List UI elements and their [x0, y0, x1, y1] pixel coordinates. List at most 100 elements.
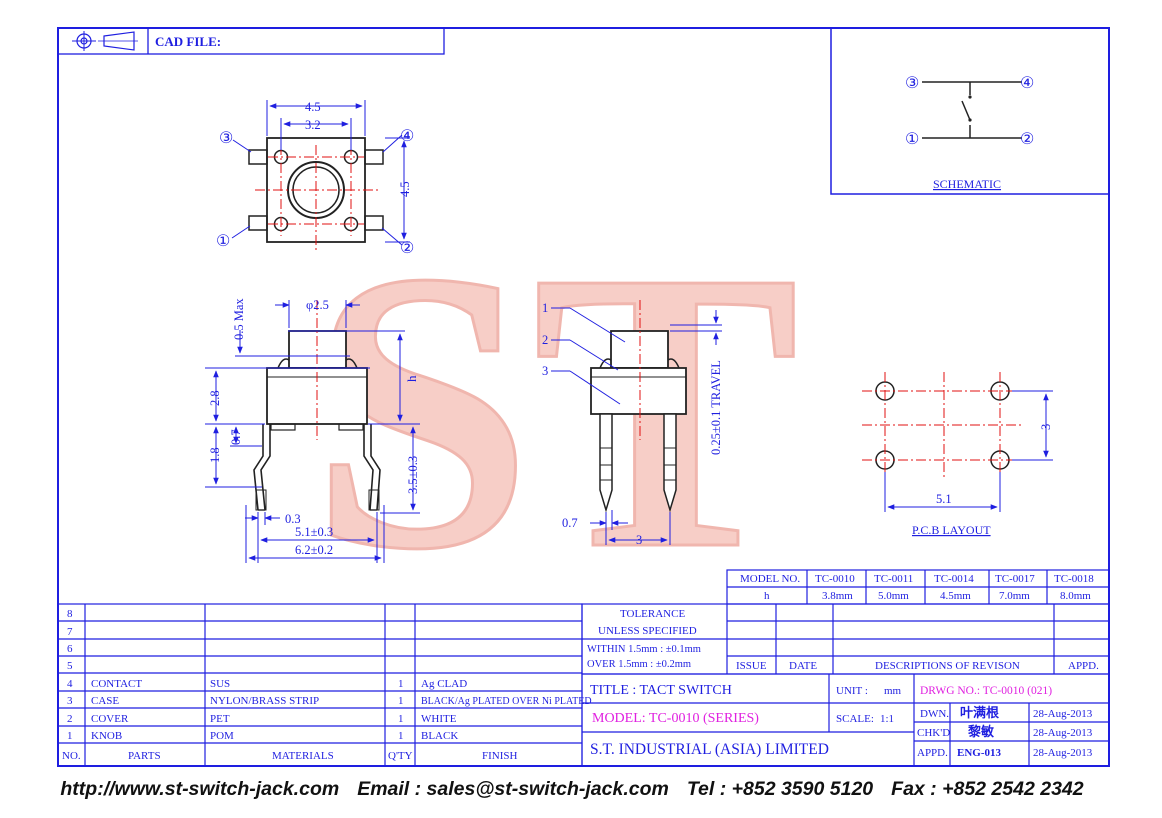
dim-label: 3.2	[305, 118, 321, 132]
row-number: 7	[67, 626, 73, 638]
row-number: 6	[67, 643, 73, 655]
row-number: 5	[67, 660, 73, 672]
height-cell: 8.0mm	[1060, 590, 1091, 602]
part-callout: 2	[542, 333, 548, 347]
title-block: TITLE : TACT SWITCH UNIT : mm DRWG NO.: …	[581, 673, 1110, 767]
dim-label: 0.25±0.1 TRAVEL	[709, 360, 723, 455]
watermark-logo: ST	[309, 188, 801, 634]
model-cell: TC-0010	[815, 573, 855, 585]
pcb-caption: P.C.B LAYOUT	[912, 523, 991, 537]
part-name: COVER	[91, 713, 129, 725]
header-materials: MATERIALS	[272, 750, 334, 762]
part-name: CASE	[91, 695, 119, 707]
dim-label: 3.5±0.3	[406, 456, 420, 494]
model-cell: TC-0011	[874, 573, 913, 585]
schematic-pin-label: ④	[1020, 75, 1034, 92]
part-name: KNOB	[91, 730, 122, 742]
quantity: 1	[398, 730, 404, 742]
dim-label: 2.8	[208, 390, 222, 406]
model-cell: TC-0018	[1054, 573, 1094, 585]
checked-by-label: CHK'D	[917, 727, 950, 739]
dim-label: 0.3	[285, 512, 301, 526]
pin-label: ④	[400, 128, 414, 145]
dim-label: 6.2±0.2	[295, 543, 333, 557]
height-cell: 7.0mm	[999, 590, 1030, 602]
quantity: 1	[398, 713, 404, 725]
model-row-label: h	[764, 590, 770, 602]
contact-footer: http://www.st-switch-jack.com Email : sal…	[0, 778, 1162, 801]
dim-label: 0.7	[229, 429, 243, 445]
height-cell: 3.8mm	[822, 590, 853, 602]
dim-label: 0.5 Max	[232, 298, 246, 340]
finish: Ag CLAD	[421, 678, 467, 690]
tolerance-title: TOLERANCE	[620, 608, 685, 620]
website-link[interactable]: http://www.st-switch-jack.com	[60, 778, 340, 800]
quantity: 1	[398, 695, 404, 707]
unit-value: mm	[884, 685, 902, 697]
company-name: S.T. INDUSTRIAL (ASIA) LIMITED	[590, 741, 829, 758]
model-table: MODEL NO. h TC-0010 TC-0011 TC-0014 TC-0…	[726, 569, 1110, 605]
drawing-number: DRWG NO.: TC-0010 (021)	[920, 685, 1052, 697]
header-qty: Q'TY	[388, 750, 413, 762]
schematic-pin-label: ①	[905, 131, 919, 148]
scale-label: SCALE:	[836, 713, 874, 725]
cad-header: CAD FILE:	[57, 27, 445, 55]
checked-date: 28-Aug-2013	[1033, 727, 1093, 739]
schematic-pin-label: ③	[905, 75, 919, 92]
model-header-label: MODEL NO.	[740, 573, 800, 585]
row-number: 4	[67, 678, 73, 690]
finish: BLACK/Ag PLATED OVER Ni PLATED	[421, 696, 592, 707]
material: NYLON/BRASS STRIP	[210, 695, 319, 707]
height-cell: 5.0mm	[878, 590, 909, 602]
unit-label: UNIT :	[836, 685, 868, 697]
parts-table: 8 7 6 5 4 CONTACT SUS 1 Ag CLAD 3 CASE N…	[57, 603, 592, 767]
scale-value: 1:1	[880, 713, 894, 725]
watermark-text: ST	[310, 189, 799, 632]
tolerance-line: WITHIN 1.5mm : ±0.1mm	[587, 644, 701, 655]
fax-text: Fax : +852 2542 2342	[891, 778, 1084, 800]
part-callout: 3	[542, 364, 548, 378]
drawn-by-name: 叶满根	[960, 705, 1000, 720]
material: POM	[210, 730, 234, 742]
tolerance-block: TOLERANCE UNLESS SPECIFIED WITHIN 1.5mm …	[581, 603, 1110, 675]
dim-label: 1.8	[208, 447, 222, 463]
dim-label: 5.1±0.3	[295, 525, 333, 539]
material: SUS	[210, 678, 230, 690]
model-cell: TC-0017	[995, 573, 1035, 585]
pin-label: ②	[400, 240, 414, 257]
tolerance-line: OVER 1.5mm : ±0.2mm	[587, 659, 691, 670]
height-cell: 4.5mm	[940, 590, 971, 602]
dim-label: 3	[1039, 424, 1053, 430]
approved-date: 28-Aug-2013	[1033, 747, 1093, 759]
side-view: φ2.5 0.5 Max h 2.8 1.8 0.7 3.5±0.3 0.3 5…	[205, 298, 420, 563]
dim-label: 4.5	[305, 100, 321, 114]
revision-issue-header: ISSUE	[736, 660, 767, 672]
dim-label: φ2.5	[306, 298, 329, 312]
revision-date-header: DATE	[789, 660, 817, 672]
quantity: 1	[398, 678, 404, 690]
phone-text: Tel : +852 3590 5120	[686, 778, 874, 800]
row-number: 1	[67, 730, 73, 742]
model-cell: TC-0014	[934, 573, 974, 585]
drawing-title: TITLE : TACT SWITCH	[590, 683, 732, 698]
cad-file-label: CAD FILE:	[155, 34, 221, 49]
dim-label: 5.1	[936, 492, 952, 506]
part-callout: 1	[542, 301, 548, 315]
pin-label: ③	[219, 130, 233, 147]
revision-desc-header: DESCRIPTIONS OF REVISON	[875, 660, 1020, 672]
schematic-caption: SCHEMATIC	[933, 177, 1001, 191]
pcb-layout: 3 5.1 P.C.B LAYOUT	[862, 372, 1053, 537]
dim-label: 3	[636, 533, 642, 547]
email-text[interactable]: Email : sales@st-switch-jack.com	[357, 778, 669, 800]
finish: BLACK	[421, 730, 458, 742]
header-finish: FINISH	[482, 750, 518, 762]
schematic-pin-label: ②	[1020, 131, 1034, 148]
part-name: CONTACT	[91, 678, 142, 690]
dim-label: 0.7	[562, 516, 578, 530]
row-number: 8	[67, 608, 73, 620]
row-number: 2	[67, 713, 73, 725]
header-parts: PARTS	[128, 750, 161, 762]
revision-appd-header: APPD.	[1068, 660, 1099, 672]
checked-by-name: 黎敏	[968, 724, 995, 739]
pin-label: ①	[216, 233, 230, 250]
